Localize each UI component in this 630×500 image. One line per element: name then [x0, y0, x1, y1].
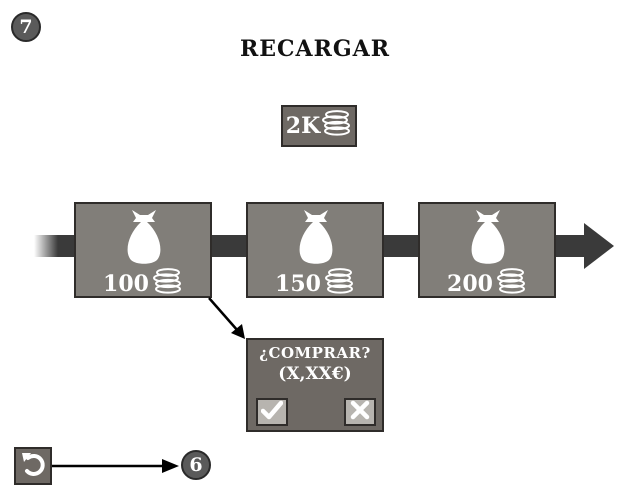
pack-price-row: 100	[76, 268, 210, 300]
pack-100[interactable]: 100	[74, 202, 212, 298]
money-bag-icon	[298, 208, 334, 268]
pack-price-row: 150	[248, 268, 382, 300]
pack-150[interactable]: 150	[246, 202, 384, 298]
cancel-button[interactable]	[344, 398, 376, 426]
balance-display: 2K	[281, 105, 357, 147]
money-bag-icon	[126, 208, 162, 268]
pack-price: 150	[275, 271, 321, 297]
purchase-confirm-dialog: ¿COMPRAR? (X,XX€)	[246, 338, 384, 432]
balance-amount: 2K	[285, 113, 321, 139]
page-title: RECARGAR	[239, 36, 391, 62]
back-target-step-badge: 6	[181, 450, 211, 480]
coins-icon	[324, 268, 355, 300]
close-icon	[350, 400, 370, 424]
back-to-step-arrowhead	[162, 459, 179, 473]
coins-icon	[152, 268, 183, 300]
pack-price-row: 200	[420, 268, 554, 300]
accept-button[interactable]	[256, 398, 288, 426]
pack-200[interactable]: 200	[418, 202, 556, 298]
flow-arrow-head	[584, 223, 614, 269]
pack-price: 100	[103, 271, 149, 297]
checkmark-icon	[260, 400, 284, 424]
pack-to-dialog-arrowhead	[231, 324, 245, 339]
confirm-price: (X,XX€)	[278, 364, 352, 384]
coins-icon	[322, 110, 352, 142]
undo-arrow-icon	[19, 450, 47, 482]
coins-icon	[496, 268, 527, 300]
confirm-question: ¿COMPRAR?	[259, 344, 371, 362]
step-number-badge: 7	[11, 12, 41, 42]
pack-price: 200	[447, 271, 493, 297]
back-button[interactable]	[14, 447, 52, 485]
money-bag-icon	[470, 208, 506, 268]
pack-to-dialog-arrow	[208, 297, 239, 332]
